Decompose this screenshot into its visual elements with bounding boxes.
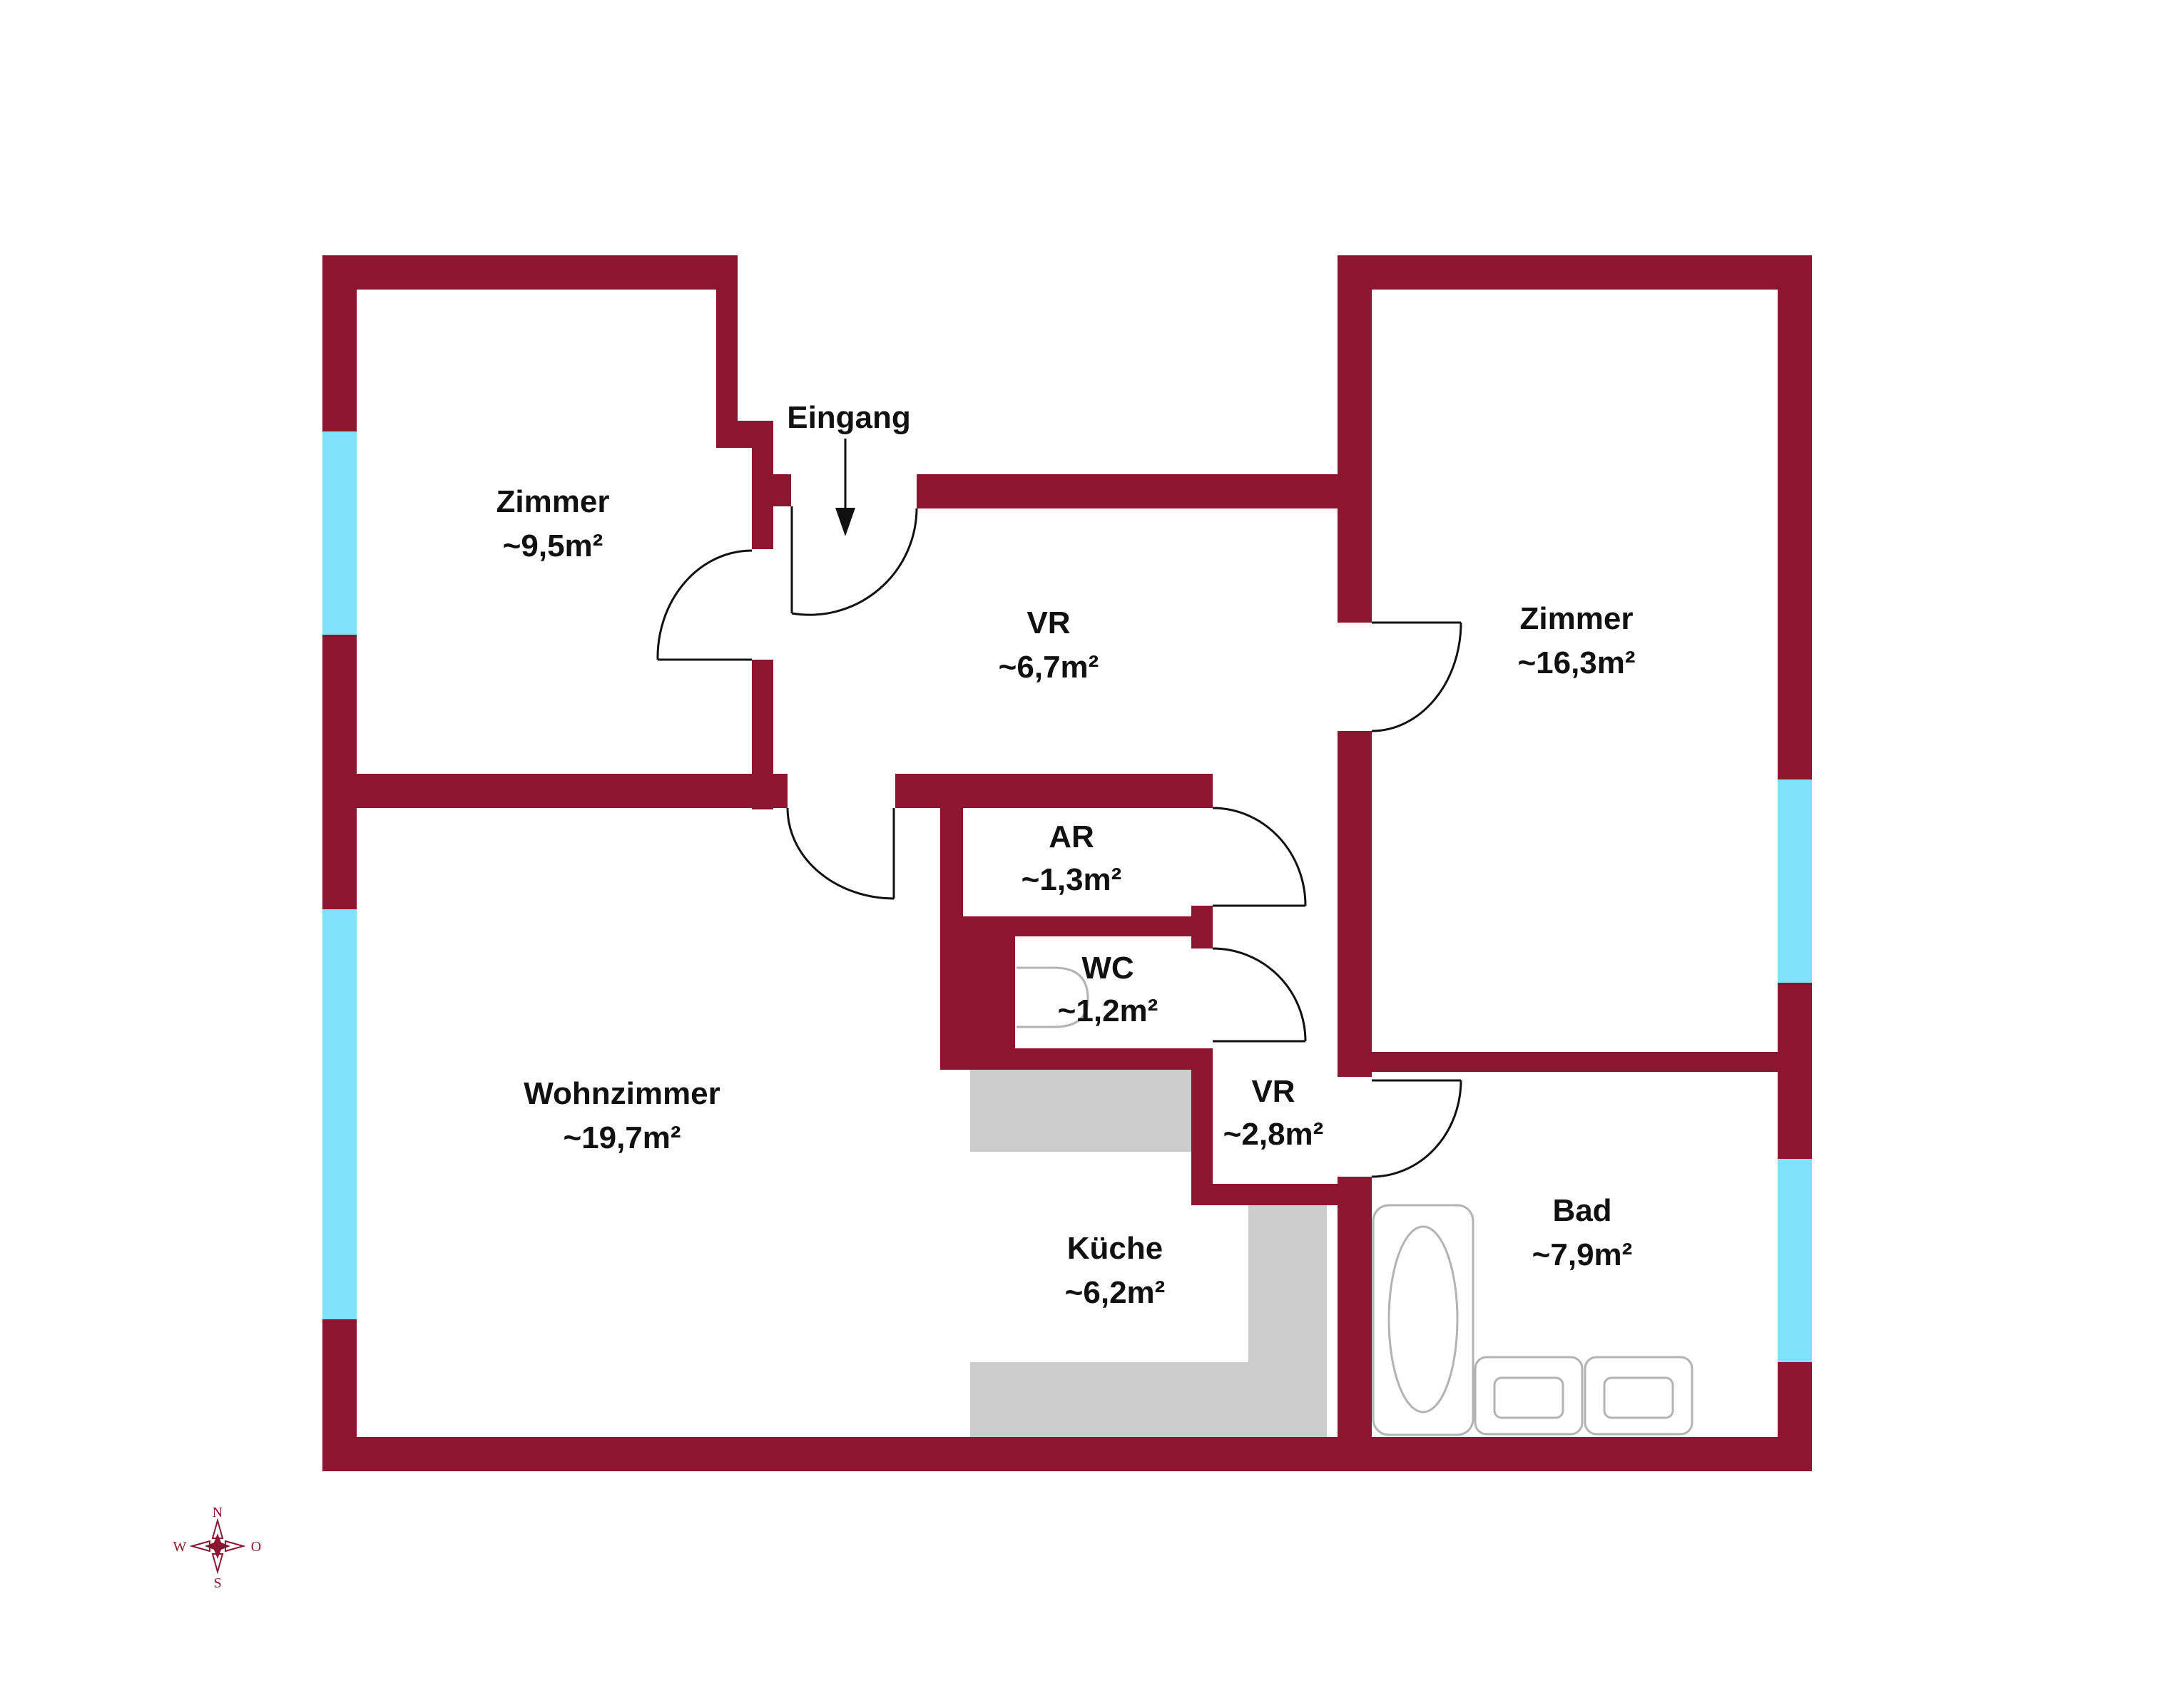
room-labels: Zimmer ~9,5m² VR ~6,7m² Zimmer ~16,3m² A… [496,484,1636,1310]
wall-left-3 [322,1319,357,1471]
room-name: Zimmer [496,484,610,519]
window-zimmer-large [1778,779,1812,983]
door-entrance-swing [791,508,918,616]
room-zimmer-large: Zimmer ~16,3m² [1517,601,1635,680]
room-name: Wohnzimmer [524,1076,720,1111]
wall-right-1 [1778,255,1812,779]
room-kueche: Küche ~6,2m² [1065,1231,1166,1310]
washbasin-left-icon [1474,1356,1584,1436]
room-name: VR [1251,1074,1295,1109]
compass-south: S [213,1575,221,1591]
toilet-icon [1017,966,1089,1028]
wall-left-1 [322,255,357,431]
washbasin-right-icon [1584,1356,1693,1436]
fixtures [1017,966,1693,1436]
arrow-down-icon [835,439,855,536]
kitchen-counter-lower [970,1362,1327,1437]
compass-east: O [251,1539,261,1555]
door-wohnzimmer-swing [786,807,895,900]
room-area: ~1,3m² [1022,862,1122,897]
windows [322,431,1812,1362]
wall-ar-wc-divider [940,916,1211,936]
room-area: ~2,8m² [1223,1117,1324,1152]
room-name: AR [1049,819,1094,854]
wall-zimmer-large-left-2 [1338,731,1372,1077]
door-zimmer-small-swing [656,549,753,660]
wall-left-2 [322,635,357,909]
room-name: VR [1027,605,1070,640]
room-zimmer-small: Zimmer ~9,5m² [496,484,610,563]
room-vr-main: VR ~6,7m² [999,605,1099,685]
door-ar-swing [1212,807,1307,906]
wall-bottom [322,1437,1812,1471]
room-wohnzimmer: Wohnzimmer ~19,7m² [524,1076,720,1155]
room-ar: AR ~1,3m² [1022,819,1122,897]
wall-zimmer-small-bottom [322,774,788,808]
entrance-label: Eingang [787,400,911,435]
room-vr-small: VR ~2,8m² [1223,1074,1324,1152]
room-area: ~9,5m² [503,528,603,563]
wall-ar-door-jamb [1191,906,1213,948]
window-bad [1778,1159,1812,1362]
window-wohnzimmer [322,909,357,1319]
room-area: ~1,2m² [1058,993,1158,1028]
wall-wc-bottom [940,1048,1211,1070]
compass-rose-icon: N S W O [173,1505,262,1591]
room-area: ~6,7m² [999,650,1099,685]
room-area: ~7,9m² [1532,1237,1633,1272]
room-wc: WC ~1,2m² [1058,951,1158,1028]
room-bad: Bad ~7,9m² [1532,1193,1633,1272]
wall-kitchen-bad [1338,1177,1372,1471]
bathtub-icon [1372,1204,1474,1436]
room-area: ~6,2m² [1065,1275,1166,1310]
wall-wc-duct [940,936,1015,1070]
wall-vr-top [917,474,1338,508]
wall-zimmer-bad-divider [1372,1052,1812,1072]
compass-north: N [213,1505,223,1520]
wall-zimmer-large-left-1 [1338,255,1372,623]
wall-top-left [322,255,738,290]
room-name: WC [1081,951,1134,986]
wall-right-3 [1778,1362,1812,1471]
wall-entrance-vertical [716,255,738,448]
bathtub-basin-icon [1387,1225,1459,1413]
entrance-marker: Eingang [787,400,911,536]
room-name: Küche [1067,1231,1163,1266]
kitchen-counters [970,1070,1327,1437]
window-zimmer-small [322,431,357,635]
wall-top-right [1338,255,1812,290]
kitchen-counter-upper [970,1070,1198,1152]
room-name: Bad [1552,1193,1611,1228]
doors [656,506,1462,1178]
door-wc-swing [1212,947,1307,1042]
washbasin-left-bowl-icon [1493,1376,1564,1419]
room-area: ~19,7m² [563,1120,681,1155]
room-area: ~16,3m² [1517,645,1635,680]
door-bad-swing [1371,1080,1462,1178]
wall-entrance-stub [752,474,791,506]
door-zimmer-large-swing [1371,622,1462,732]
washbasin-right-bowl-icon [1603,1376,1674,1419]
compass-west: W [173,1539,187,1555]
walls [322,255,1812,1471]
wall-vr-small-left [1191,1048,1213,1205]
room-name: Zimmer [1520,601,1634,636]
wall-vr-small-bottom [1191,1184,1338,1205]
